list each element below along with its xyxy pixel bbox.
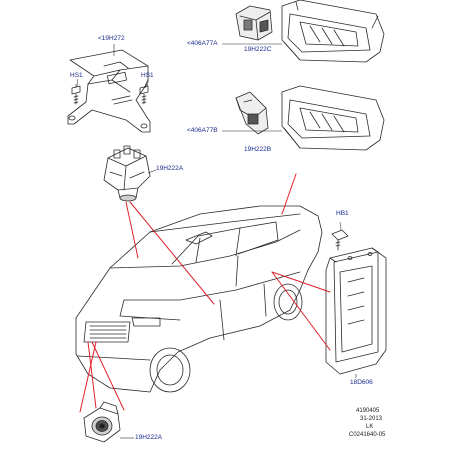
camera-housing-upper xyxy=(281,0,385,63)
callout-module-lower xyxy=(271,271,331,351)
callout-roof-camera xyxy=(281,173,297,215)
camera-unit-lower xyxy=(235,91,269,135)
camera-unit-upper xyxy=(235,5,273,41)
leader-screw-right xyxy=(144,83,149,89)
callout-front-c xyxy=(79,341,97,413)
label-camera-body-lower: <406A77B xyxy=(187,127,218,134)
module-bolt xyxy=(331,221,349,251)
label-screw-left: HS1 xyxy=(70,72,83,79)
reference-line-4: C0241640-05 xyxy=(349,432,386,438)
callout-windscreen-b xyxy=(129,201,215,305)
callout-front-b xyxy=(91,341,125,411)
callout-windscreen-a xyxy=(125,201,139,259)
screw-right xyxy=(139,85,149,105)
screw-left xyxy=(71,85,81,105)
leader-camera-windscreen xyxy=(147,169,157,174)
reference-line-1: 4190405 xyxy=(356,408,380,414)
reference-line-2: 31-2013 xyxy=(360,416,383,422)
callout-module-upper xyxy=(271,271,331,293)
label-camera-unit-upper: 19H222C xyxy=(244,46,272,53)
mounting-bracket xyxy=(67,49,151,133)
reference-line-3: LK xyxy=(366,424,374,430)
camera-front xyxy=(83,401,121,443)
label-bracket-assembly: <19H272 xyxy=(98,35,125,42)
label-control-module: 18D606 xyxy=(350,379,373,386)
label-screw-right: HS1 xyxy=(141,72,154,79)
label-camera-body-upper: <406A77A xyxy=(187,40,218,47)
control-module xyxy=(325,247,387,375)
camera-windscreen xyxy=(103,145,151,202)
label-module-bolt: HB1 xyxy=(336,210,349,217)
callout-front-a xyxy=(87,341,97,409)
label-camera-front: 19H222A xyxy=(135,434,163,441)
camera-housing-lower xyxy=(281,85,385,151)
label-camera-windscreen: 19H222A xyxy=(156,165,184,172)
vehicle-outline xyxy=(75,205,323,393)
label-camera-unit-lower: 19H222B xyxy=(244,146,272,153)
